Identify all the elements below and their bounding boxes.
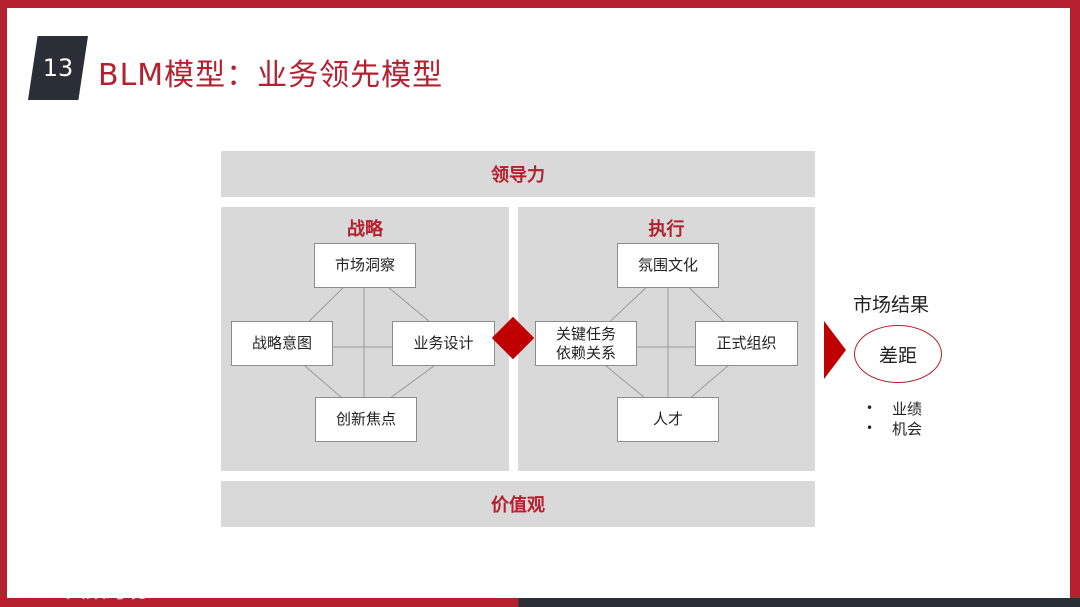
slide-number: 13 xyxy=(42,54,74,82)
node-strategic-intent-label: 战略意图 xyxy=(251,334,312,352)
watermark: ᑕᑐᑐ 大数跨境 xyxy=(10,574,146,603)
node-market-insight-label: 市场洞察 xyxy=(334,256,395,274)
strategy-panel: 战略 市场洞察 战略意图 业务设计 创新焦点 xyxy=(221,207,509,471)
node-business-design: 业务设计 xyxy=(392,321,495,366)
list-item: • 机会 xyxy=(866,418,922,438)
node-talent-label: 人才 xyxy=(652,410,683,428)
execution-title: 执行 xyxy=(648,219,685,240)
node-key-tasks-line1: 关键任务 xyxy=(555,324,616,343)
bottom-band xyxy=(0,598,1080,607)
node-culture: 氛围文化 xyxy=(617,243,719,288)
gap-ellipse: 差距 xyxy=(854,325,942,383)
values-label: 价值观 xyxy=(491,495,545,516)
values-band: 价值观 xyxy=(221,481,815,527)
market-result-title: 市场结果 xyxy=(853,294,930,316)
node-talent: 人才 xyxy=(617,397,719,442)
leadership-band: 领导力 xyxy=(221,151,815,197)
bullet-performance: 业绩 xyxy=(892,399,923,418)
slide-title: BLM模型：业务领先模型 xyxy=(98,58,444,93)
bullet-opportunity: 机会 xyxy=(892,419,923,438)
node-formal-organization-label: 正式组织 xyxy=(716,334,777,352)
slide-number-badge: 13 xyxy=(28,36,88,100)
node-formal-organization: 正式组织 xyxy=(695,321,798,366)
bullet-icon: • xyxy=(866,401,874,415)
node-innovation-focus-label: 创新焦点 xyxy=(335,410,396,428)
result-bullet-list: • 业绩 • 机会 xyxy=(866,398,922,438)
gap-label: 差距 xyxy=(878,344,917,367)
node-key-tasks-line2: 依赖关系 xyxy=(555,343,616,362)
node-strategic-intent: 战略意图 xyxy=(231,321,333,366)
watermark-logo-icon: ᑕᑐᑐ xyxy=(10,578,59,602)
arrow-right-icon xyxy=(824,321,846,379)
node-key-tasks: 关键任务 依赖关系 xyxy=(535,321,637,366)
list-item: • 业绩 xyxy=(866,398,922,418)
strategy-title: 战略 xyxy=(347,219,383,240)
watermark-text: 大数跨境 xyxy=(65,578,146,602)
node-business-design-label: 业务设计 xyxy=(413,334,474,352)
bullet-icon: • xyxy=(866,421,874,435)
leadership-label: 领导力 xyxy=(491,165,545,186)
node-market-insight: 市场洞察 xyxy=(314,243,416,288)
execution-panel: 执行 氛围文化 关键任务 依赖关系 正式组织 人才 xyxy=(518,207,815,471)
node-innovation-focus: 创新焦点 xyxy=(315,397,417,442)
node-culture-label: 氛围文化 xyxy=(637,256,698,274)
